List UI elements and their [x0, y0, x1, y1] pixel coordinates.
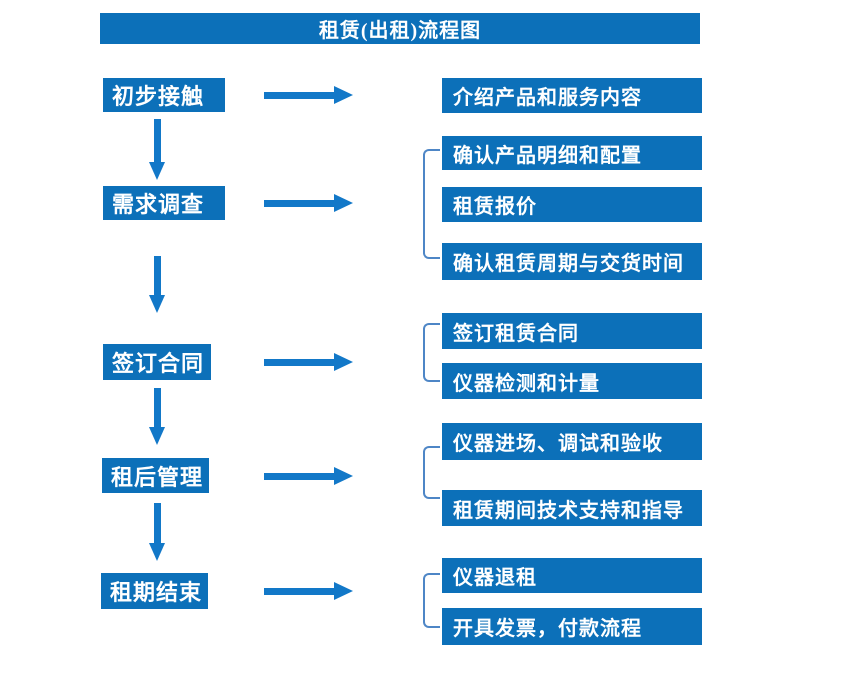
flow-arrow-down-4-icon — [149, 503, 165, 561]
arrow-stem — [264, 587, 335, 595]
arrow-stem — [264, 91, 335, 99]
arrow-head — [334, 194, 353, 212]
group-bracket-post-rental — [423, 446, 440, 499]
arrow-stem — [153, 256, 161, 298]
arrow-head — [334, 582, 353, 600]
arrow-head — [149, 162, 165, 180]
flow-arrow-down-3-icon — [149, 388, 165, 445]
group-bracket-lease-end — [423, 573, 440, 628]
detail-box-rental-quote: 租赁报价 — [442, 187, 702, 222]
detail-box-introduce-products: 介绍产品和服务内容 — [442, 78, 702, 113]
step-box-post-rental-management: 租后管理 — [102, 458, 209, 493]
arrow-stem — [153, 503, 161, 546]
flow-arrow-right-5-icon — [264, 582, 353, 600]
arrow-head — [149, 295, 165, 313]
detail-box-tech-support: 租赁期间技术支持和指导 — [442, 490, 702, 526]
detail-box-invoice-payment: 开具发票，付款流程 — [442, 608, 702, 645]
flowchart-title: 租赁(出租)流程图 — [100, 13, 700, 44]
step-box-sign-contract: 签订合同 — [103, 344, 211, 380]
detail-box-instrument-testing: 仪器检测和计量 — [442, 363, 702, 399]
detail-box-confirm-product-details: 确认产品明细和配置 — [442, 136, 702, 170]
flow-arrow-right-3-icon — [264, 353, 353, 371]
step-box-demand-survey: 需求调查 — [103, 186, 225, 220]
arrow-stem — [264, 472, 335, 480]
arrow-head — [334, 86, 353, 104]
arrow-stem — [264, 199, 335, 207]
flow-arrow-right-1-icon — [264, 86, 353, 104]
arrow-head — [334, 353, 353, 371]
flow-arrow-down-2-icon — [149, 256, 165, 313]
flow-arrow-right-4-icon — [264, 467, 353, 485]
step-box-lease-end: 租期结束 — [101, 573, 208, 609]
detail-box-instrument-setup: 仪器进场、调试和验收 — [442, 423, 702, 460]
group-bracket-sign-contract — [423, 323, 440, 382]
arrow-head — [149, 427, 165, 445]
step-box-initial-contact: 初步接触 — [103, 78, 225, 112]
detail-box-confirm-lease-period: 确认租赁周期与交货时间 — [442, 243, 702, 280]
arrow-stem — [264, 358, 335, 366]
arrow-stem — [153, 119, 161, 165]
detail-box-instrument-return: 仪器退租 — [442, 558, 702, 593]
detail-box-sign-lease-contract: 签订租赁合同 — [442, 313, 702, 349]
arrow-head — [334, 467, 353, 485]
arrow-head — [149, 543, 165, 561]
group-bracket-demand-survey — [423, 149, 440, 259]
arrow-stem — [153, 388, 161, 430]
flow-arrow-down-1-icon — [149, 119, 165, 180]
flow-arrow-right-2-icon — [264, 194, 353, 212]
